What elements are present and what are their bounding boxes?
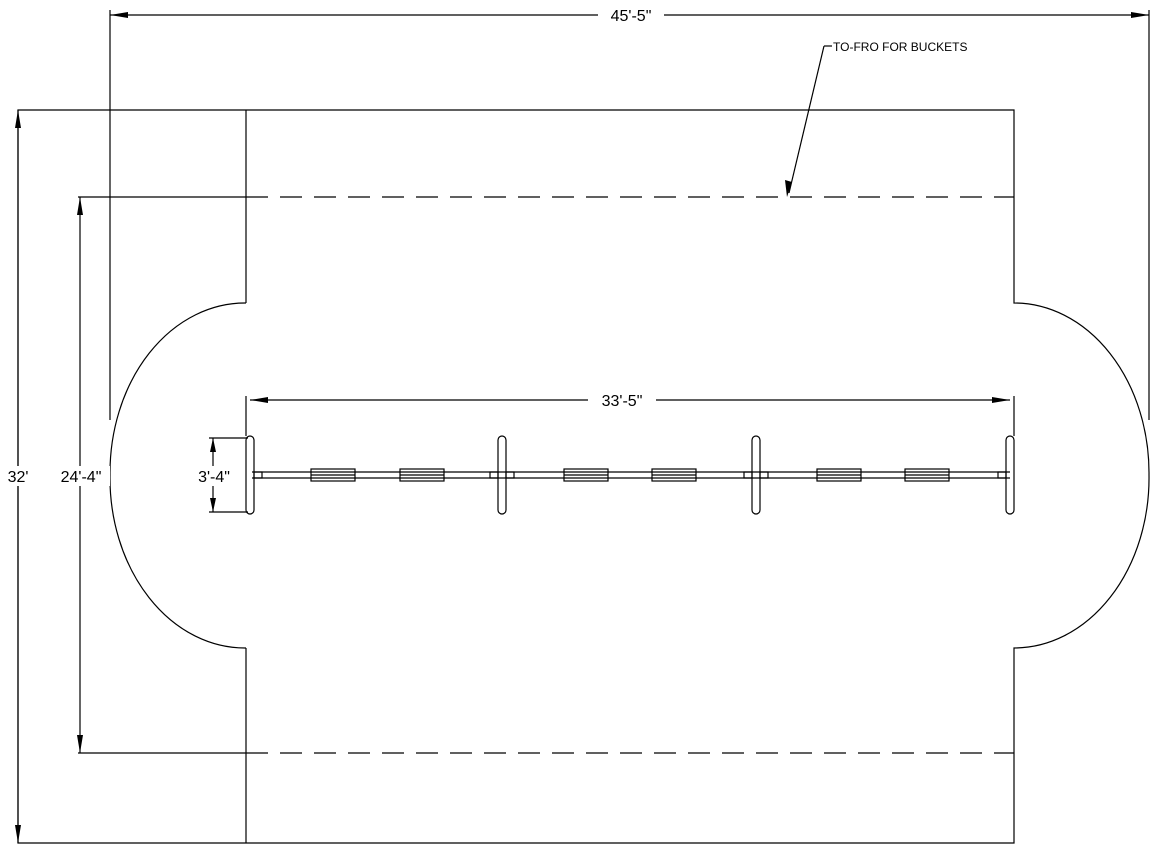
machine-post-4 xyxy=(1005,435,1015,515)
arrow-overall-width-right xyxy=(1131,12,1149,18)
callout-text: TO-FRO FOR BUCKETS xyxy=(833,40,967,54)
callout-leader xyxy=(788,45,825,194)
machine-post-3 xyxy=(751,435,761,515)
dim-text-overall-height: 32' xyxy=(8,469,29,486)
arrow-overall-height-top xyxy=(15,110,21,128)
dim-text-bucket-width: 3'-4" xyxy=(198,469,230,486)
machine-post-1 xyxy=(245,435,255,515)
machine-assembly xyxy=(245,435,1015,515)
arrow-bucket-width-bottom xyxy=(210,498,216,512)
dim-text-machine-length: 33'-5" xyxy=(602,393,643,410)
dim-text-track-height: 24'-4" xyxy=(61,469,102,486)
arrow-track-height-top xyxy=(77,197,83,215)
arrow-machine-length-left xyxy=(250,397,268,403)
machine-post-2 xyxy=(497,435,507,515)
arrow-bucket-width-top xyxy=(210,438,216,452)
arrow-track-height-bottom xyxy=(77,735,83,753)
arrow-machine-length-right xyxy=(992,397,1010,403)
arrow-overall-width-left xyxy=(110,12,128,18)
callout-arrow xyxy=(785,180,792,197)
arrow-overall-height-bottom xyxy=(15,825,21,843)
outer-boundary xyxy=(17,109,1150,844)
dim-text-overall-width: 45'-5" xyxy=(611,8,652,25)
